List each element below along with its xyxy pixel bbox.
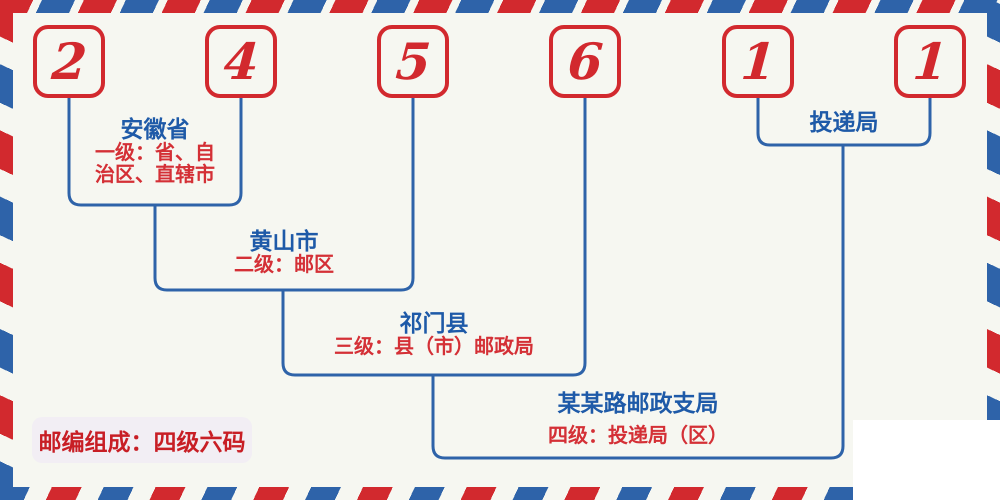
digit-box-3: 5 [377, 25, 449, 98]
bracket-level4 [431, 145, 845, 460]
delivery-bureau-name: 投递局 [809, 109, 879, 135]
delivery-bureau-label: 投递局 [758, 109, 930, 135]
level3-region-name: 祁门县 [399, 310, 469, 336]
airmail-stripe-border-bottom [0, 487, 1000, 500]
level3-label: 祁门县 三级：县（市）邮政局 [283, 310, 585, 358]
level2-label: 黄山市 二级：邮区 [155, 228, 413, 276]
bottom-right-white-patch [853, 420, 1000, 500]
digit-box-4: 6 [549, 25, 621, 98]
bracket-delivery [756, 97, 932, 147]
composition-badge-label: 邮编组成：四级六码 [38, 430, 246, 455]
airmail-stripe-border-right [987, 0, 1000, 500]
digit-value-6: 1 [910, 31, 950, 91]
level1-region-name: 安徽省 [120, 116, 190, 142]
digit-box-2: 4 [205, 25, 277, 98]
airmail-stripe-border-left [0, 0, 13, 500]
digit-box-6: 1 [894, 25, 966, 98]
level3-desc: 三级：县（市）邮政局 [334, 336, 534, 358]
level4-branch-name: 某某路邮政支局 [557, 390, 719, 416]
level2-region-name: 黄山市 [249, 228, 319, 254]
level1-desc-line2: 治区、直辖市 [95, 164, 215, 186]
level4-label: 某某路邮政支局 四级：投递局（区） [433, 390, 843, 447]
level4-desc: 四级：投递局（区） [548, 425, 728, 447]
digit-value-2: 4 [221, 31, 261, 91]
level1-label: 安徽省 一级：省、自 治区、直辖市 [69, 116, 241, 186]
digit-value-1: 2 [49, 31, 89, 91]
airmail-stripe-border-top [0, 0, 1000, 13]
digit-value-3: 5 [393, 31, 433, 91]
digit-value-4: 6 [565, 31, 605, 91]
composition-badge: 邮编组成：四级六码 [32, 417, 252, 463]
level2-desc: 二级：邮区 [234, 254, 334, 276]
digit-box-1: 2 [33, 25, 105, 98]
level1-desc-line1: 一级：省、自 [95, 142, 215, 164]
digit-value-5: 1 [738, 31, 778, 91]
digit-box-5: 1 [722, 25, 794, 98]
